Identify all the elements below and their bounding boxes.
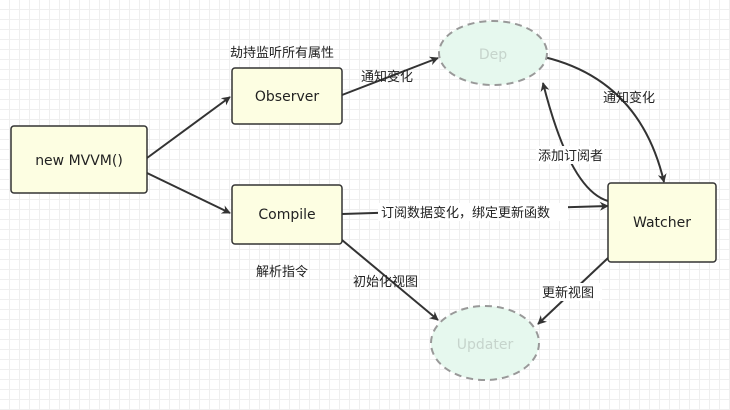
edge-dep-to-watcher [543, 56, 667, 183]
updater-label: Updater [457, 337, 514, 353]
edge-compile-to-updater [341, 239, 439, 321]
observer-to-dep-label: 通知变化 [361, 69, 413, 85]
node-watcher[interactable]: Watcher [607, 182, 717, 263]
watcher-dep-label-bg [536, 146, 604, 164]
watcher-to-dep-label: 添加订阅者 [538, 149, 603, 164]
edge-mvvm-to-compile [146, 172, 231, 214]
node-observer[interactable]: Observer [231, 67, 343, 125]
compile-caption: 解析指令 [256, 265, 308, 280]
compile-to-watcher-label: 订阅数据变化，绑定更新函数 [381, 205, 550, 221]
observer-caption: 劫持监听所有属性 [230, 46, 334, 61]
node-dep[interactable]: Dep [438, 20, 548, 86]
compile-label: Compile [258, 207, 315, 223]
node-mvvm[interactable]: new MVVM() [10, 125, 148, 194]
observer-label: Observer [255, 89, 319, 105]
watcher-updater-label-bg [540, 283, 602, 301]
compile-watcher-label-bg [378, 203, 568, 221]
watcher-label: Watcher [633, 215, 691, 231]
dep-to-watcher-label: 通知变化 [603, 90, 655, 106]
mvvm-label: new MVVM() [35, 153, 123, 169]
edge-mvvm-to-observer [146, 96, 231, 159]
watcher-to-updater-label: 更新视图 [542, 285, 594, 301]
node-updater[interactable]: Updater [430, 305, 540, 381]
edge-watcher-to-dep [540, 82, 609, 202]
dep-label: Dep [479, 47, 507, 63]
node-compile[interactable]: Compile [231, 184, 343, 245]
edge-observer-to-dep [341, 56, 439, 96]
compile-to-updater-label: 初始化视图 [353, 275, 418, 290]
